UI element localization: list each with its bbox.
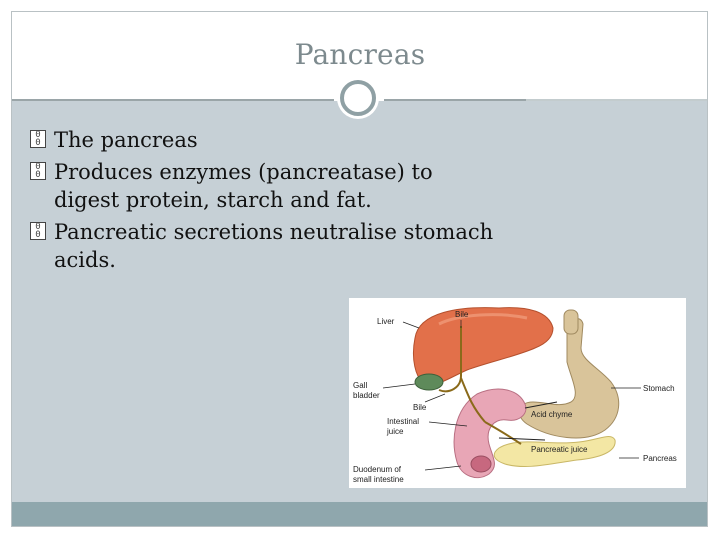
slide-frame: [11, 11, 708, 527]
bullet-text: The pancreas: [54, 128, 198, 152]
esophagus-shape: [563, 309, 579, 335]
pancreatic-duct: [484, 421, 522, 445]
arrow-acid-chyme: [524, 401, 558, 409]
common-duct: [460, 377, 486, 423]
intestine-opening: [470, 455, 492, 473]
label-pancreas: Pancreas: [643, 454, 677, 463]
bile-duct: [438, 326, 462, 393]
pointer-gall: [382, 383, 416, 389]
arrow-pancreatic-juice: [498, 437, 546, 441]
digestive-diagram: Liver Bile Gall bladder Bile Intestinal …: [353, 307, 677, 484]
label-gall-1: Gall: [353, 381, 367, 390]
label-intestinal-1: Intestinal: [387, 417, 419, 426]
bullet-text: Pancreatic secretions neutralise stomach…: [54, 220, 494, 272]
label-bile-top: Bile: [455, 310, 469, 319]
stomach-shape: [518, 317, 620, 439]
divider-circle-ornament: [340, 80, 376, 116]
label-pancreatic-juice: Pancreatic juice: [531, 445, 588, 454]
label-duodenum-2: small intestine: [353, 475, 404, 484]
label-duodenum-1: Duodenum of: [353, 465, 402, 474]
pointer-duodenum: [424, 465, 462, 471]
label-intestinal-2: juice: [386, 427, 404, 436]
label-bile-mid: Bile: [413, 403, 427, 412]
title-divider-right: [384, 99, 526, 101]
label-gall-2: bladder: [353, 391, 380, 400]
pancreas-shape: [493, 436, 616, 468]
pointer-intestinal: [428, 421, 468, 427]
liver-shape: [412, 307, 554, 386]
title-divider-right-faint: [526, 99, 707, 101]
bullet-text: Produces enzymes (pancreatase) to digest…: [54, 160, 433, 212]
pointer-bile-mid: [424, 393, 446, 403]
label-liver: Liver: [377, 317, 395, 326]
pointer-liver: [402, 321, 420, 329]
digestive-organs-figure: Liver Bile Gall bladder Bile Intestinal …: [349, 298, 686, 488]
label-stomach: Stomach: [643, 384, 675, 393]
label-acid-chyme: Acid chyme: [531, 410, 573, 419]
title-divider-left: [12, 99, 334, 101]
slide-title: Pancreas: [294, 38, 426, 71]
liver-highlight: [438, 313, 528, 326]
duodenum-shape: [453, 388, 527, 478]
footer-bar: [12, 502, 707, 526]
gall-bladder-shape: [414, 373, 444, 391]
